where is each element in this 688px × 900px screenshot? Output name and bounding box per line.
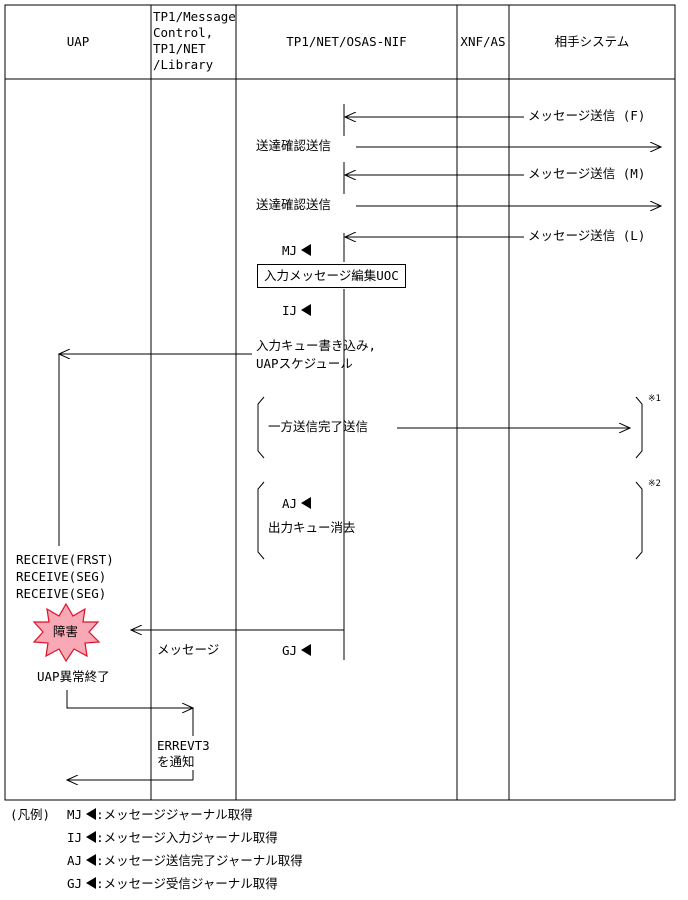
journal-aj: AJ <box>282 496 312 512</box>
legend-text: :メッセージ受信ジャーナル取得 <box>96 876 278 891</box>
legend-item: IJ :メッセージ入力ジャーナル取得 <box>67 830 278 846</box>
triangle-icon <box>301 497 312 509</box>
legend-code: AJ <box>67 853 83 868</box>
note-2: ※2 <box>648 479 661 489</box>
header-tp1mc-line1: TP1/Message <box>153 9 236 24</box>
legend-code: IJ <box>67 830 83 845</box>
header-uap: UAP <box>66 34 90 49</box>
triangle-icon <box>301 304 312 316</box>
journal-gj: GJ <box>282 643 312 659</box>
bracket-right-1 <box>635 396 643 459</box>
label-oneway: 一方送信完了送信 <box>268 419 369 434</box>
label-receive-1: RECEIVE(FRST) <box>16 552 114 567</box>
label-uap-abend: UAP異常終了 <box>37 669 110 684</box>
label-queue-line1: 入力キュー書き込み, <box>256 338 377 353</box>
journal-gj-code: GJ <box>282 643 298 658</box>
legend-item: GJ :メッセージ受信ジャーナル取得 <box>67 876 278 892</box>
label-receive-2: RECEIVE(SEG) <box>16 569 107 584</box>
triangle-icon <box>86 808 97 820</box>
triangle-icon <box>86 877 97 889</box>
triangle-icon <box>86 831 97 843</box>
label-msg-f: メッセージ送信 (F) <box>528 108 646 123</box>
header-tp1mc-line2: Control, <box>153 25 214 40</box>
label-fault: 障害 <box>53 624 79 639</box>
label-errevt-2: を通知 <box>157 754 195 769</box>
legend-text: :メッセージ入力ジャーナル取得 <box>96 830 278 845</box>
header-tp1mc-line3: TP1/NET <box>153 41 206 56</box>
triangle-icon <box>86 854 97 866</box>
triangle-icon <box>301 644 312 656</box>
label-confirm-2: 送達確認送信 <box>256 197 332 212</box>
journal-mj-code: MJ <box>282 243 298 258</box>
label-receive-3: RECEIVE(SEG) <box>16 586 107 601</box>
fault-starburst <box>32 602 101 663</box>
legend-item: MJ :メッセージジャーナル取得 <box>67 807 253 823</box>
bracket-left-2 <box>257 481 265 560</box>
journal-mj: MJ <box>282 243 312 259</box>
legend-code: GJ <box>67 876 83 891</box>
label-errevt-1: ERREVT3 <box>157 738 210 753</box>
uoc-box: 入力メッセージ編集UOC <box>257 264 406 288</box>
legend-title: (凡例) <box>10 807 51 822</box>
bracket-right-2 <box>635 481 643 560</box>
bracket-left-1 <box>257 396 265 459</box>
label-msg-l: メッセージ送信 (L) <box>528 228 646 243</box>
header-xnf: XNF/AS <box>460 34 506 49</box>
label-queue-line2: UAPスケジュール <box>256 356 353 371</box>
arrow-abend-to-tp1mc <box>66 690 193 708</box>
label-msg-m: メッセージ送信 (M) <box>528 166 646 181</box>
header-partner: 相手システム <box>554 34 630 49</box>
legend-text: :メッセージ送信完了ジャーナル取得 <box>96 853 303 868</box>
header-tp1mc-line4: /Library <box>153 57 214 72</box>
triangle-icon <box>301 244 312 256</box>
journal-ij-code: IJ <box>282 303 298 318</box>
legend-item: AJ :メッセージ送信完了ジャーナル取得 <box>67 853 303 869</box>
label-output-clear: 出力キュー消去 <box>268 520 356 535</box>
journal-aj-code: AJ <box>282 496 298 511</box>
header-osas: TP1/NET/OSAS-NIF <box>286 34 407 49</box>
note-1: ※1 <box>648 394 661 404</box>
journal-ij: IJ <box>282 303 312 319</box>
diagram-frame <box>4 4 676 801</box>
label-message: メッセージ <box>157 642 220 657</box>
label-confirm-1: 送達確認送信 <box>256 138 332 153</box>
legend-text: :メッセージジャーナル取得 <box>96 807 253 822</box>
legend-code: MJ <box>67 807 83 822</box>
